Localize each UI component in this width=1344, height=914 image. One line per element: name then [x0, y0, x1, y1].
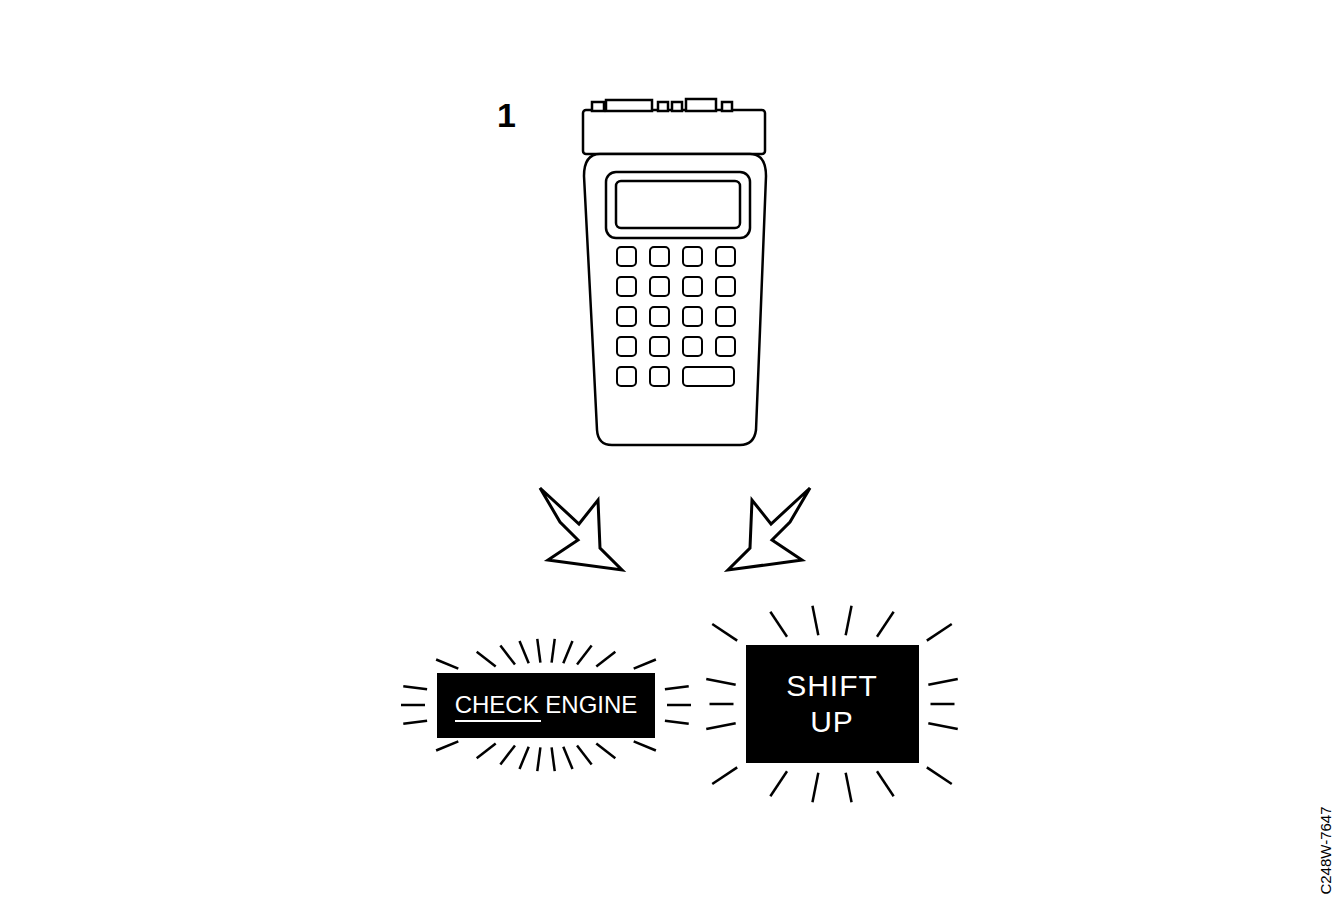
diagnostic-tester	[583, 99, 766, 445]
lamp-text: CHECK ENGINE	[455, 691, 638, 720]
indicator-arrows	[540, 488, 810, 570]
figure-code: C248W-7647	[1317, 806, 1334, 894]
shift-up-lamp: SHIFT UP	[746, 645, 919, 763]
check-engine-lamp: CHECK ENGINE	[437, 673, 655, 738]
underline	[455, 720, 541, 722]
lamp-text: SHIFT UP	[776, 668, 888, 740]
callout-number: 1	[497, 96, 516, 135]
